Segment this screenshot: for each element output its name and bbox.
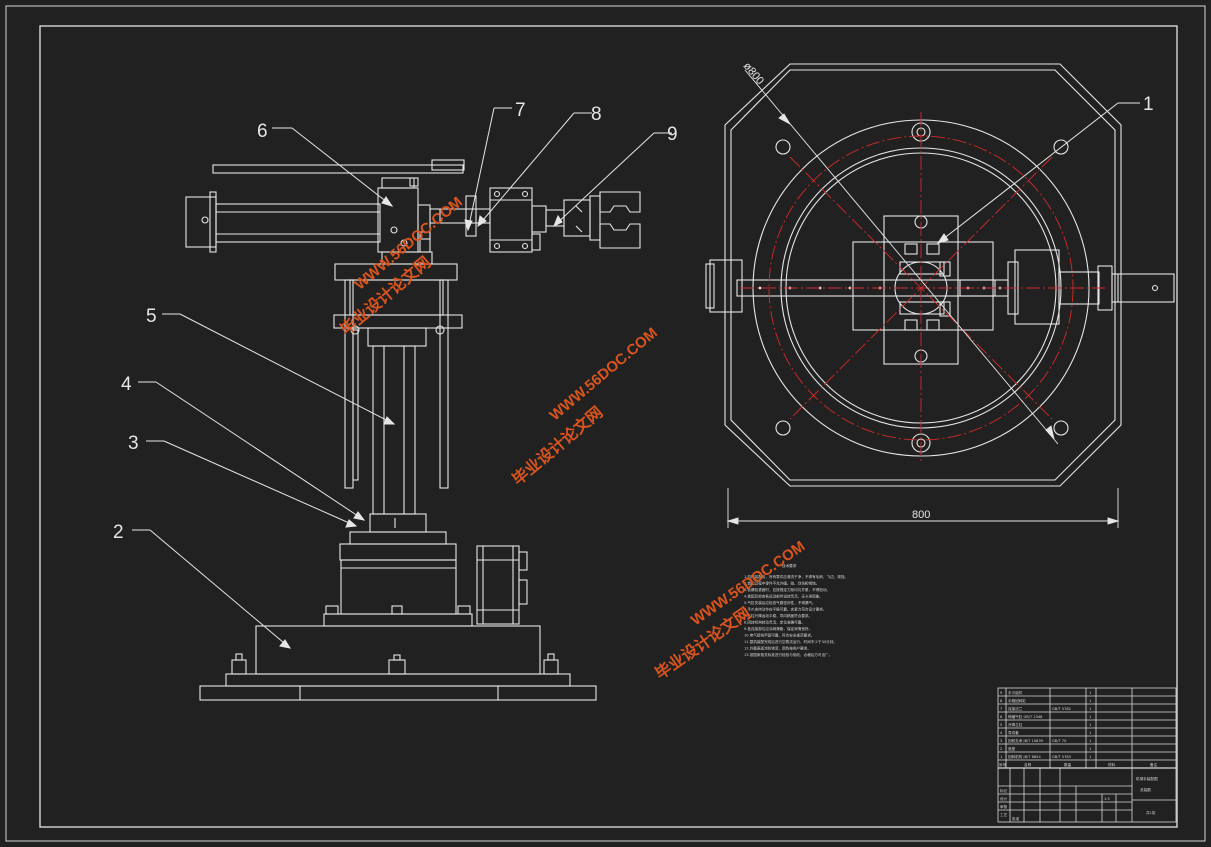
top-view-base-outline bbox=[724, 63, 1122, 487]
tech-line: 2.装配过程中零件不允许磕、碰、划伤和锈蚀。 bbox=[744, 581, 819, 586]
part-no: 8 bbox=[1000, 699, 1003, 703]
base-block bbox=[255, 625, 541, 675]
part-name: 回转支承 JB/T 10839 bbox=[1008, 738, 1044, 743]
part-qty: 1 bbox=[1089, 747, 1091, 751]
drawing-title: 机械手装配图 bbox=[1136, 776, 1158, 781]
tech-line: 5.气缸安装后应检查气路密封性，不得漏气。 bbox=[744, 600, 816, 605]
base-plate-middle bbox=[225, 673, 571, 687]
part-no: 5 bbox=[1000, 723, 1002, 727]
callout-2: 2 bbox=[113, 522, 124, 543]
part-name: 伸缩气缸 GB/T 2348 bbox=[1008, 714, 1043, 719]
watermark: 毕业设计论文网 WWW.56DOC.COM bbox=[336, 194, 466, 339]
part-qty: 1 bbox=[1089, 739, 1091, 743]
sign-row: 批准 bbox=[1012, 816, 1020, 821]
part-no: 6 bbox=[1000, 715, 1003, 719]
tech-line: 12.外露表面涂防锈漆，颜色按用户要求。 bbox=[744, 646, 811, 651]
gripper bbox=[563, 199, 591, 237]
part-no: 3 bbox=[1000, 739, 1002, 743]
header-qty: 数量 bbox=[1064, 762, 1072, 767]
tech-line: 9.各连接部位应涂润滑脂，保证润滑良好。 bbox=[744, 626, 812, 631]
part-code: GB/T 5782 bbox=[1052, 707, 1071, 711]
base-plate-bottom bbox=[199, 685, 597, 701]
tech-line: 7.立柱升降运动平稳，导向精度符合要求。 bbox=[744, 613, 812, 618]
column-seat bbox=[369, 513, 427, 533]
lift-column bbox=[372, 345, 416, 515]
part-qty: 1 bbox=[1089, 707, 1091, 711]
top-view bbox=[705, 63, 1175, 487]
part-no: 2 bbox=[1000, 747, 1002, 751]
sign-row: 工艺 bbox=[1000, 812, 1008, 817]
wrist-rotary-unit bbox=[489, 187, 533, 253]
arm-cylinder bbox=[185, 196, 217, 248]
sign-row: 设计 bbox=[1000, 796, 1008, 801]
part-qty: 1 bbox=[1089, 731, 1091, 735]
centerlines bbox=[740, 112, 1105, 464]
part-qty: 1 bbox=[1089, 715, 1091, 719]
drawing-subtitle: 总装图 bbox=[1140, 787, 1151, 792]
tech-line: 8.回转机构转动灵活，定位准确可靠。 bbox=[744, 620, 805, 625]
part-qty: 1 bbox=[1089, 755, 1091, 759]
part-no: 1 bbox=[1000, 755, 1002, 759]
tech-requirements: 技术要求 1.机构装配前，所有零件应清洗干净，不得有毛刺、飞边、锈蚀。 2.装配… bbox=[744, 563, 848, 657]
scale: 1:5 bbox=[1104, 797, 1110, 801]
part-name: 手腕回转缸 bbox=[1008, 698, 1026, 703]
header-note: 备注 bbox=[1150, 762, 1158, 767]
callout-3: 3 bbox=[128, 433, 139, 454]
part-qty: 1 bbox=[1089, 699, 1091, 703]
part-name: 手爪组件 bbox=[1008, 690, 1023, 695]
part-code: GB/T 70 bbox=[1052, 739, 1067, 743]
callout-6: 6 bbox=[257, 121, 268, 142]
sheet-border bbox=[5, 5, 1206, 842]
callout-1: 1 bbox=[1143, 94, 1154, 115]
part-name: 回转机构 JB/T 8854 bbox=[1008, 754, 1041, 759]
tech-line: 6.手爪夹持动作应平稳可靠，夹紧力符合设计要求。 bbox=[744, 607, 827, 612]
tech-line: 1.机构装配前，所有零件应清洗干净，不得有毛刺、飞边、锈蚀。 bbox=[744, 574, 848, 579]
part-no: 4 bbox=[1000, 731, 1003, 735]
callout-8: 8 bbox=[591, 104, 602, 125]
callout-9: 9 bbox=[667, 124, 678, 145]
part-name: 底座 bbox=[1008, 746, 1016, 751]
callout-7: 7 bbox=[515, 100, 526, 121]
part-qty: 1 bbox=[1089, 691, 1091, 695]
rotary-hub bbox=[852, 241, 994, 331]
tech-line: 10.电气接线牢固可靠，符合安全规范要求。 bbox=[744, 633, 814, 638]
dimension-width: 800 bbox=[912, 509, 930, 521]
part-code: GB/T 5783 bbox=[1052, 755, 1071, 759]
part-name: 升降立柱 bbox=[1008, 722, 1023, 727]
part-name: 导向套 bbox=[1008, 730, 1019, 735]
wrist-top-view bbox=[1014, 249, 1060, 325]
watermark: 毕业设计论文网 WWW.56DOC.COM bbox=[508, 324, 661, 489]
callout-labels: 1 2 3 4 5 6 7 8 9 bbox=[113, 94, 1154, 543]
part-name: 连接法兰 bbox=[1008, 706, 1023, 711]
part-no: 7 bbox=[1000, 707, 1002, 711]
dimension-diameter: ø800 bbox=[741, 60, 766, 87]
tech-line: 3.各螺栓紧固时，应按规定力矩均匀拧紧，不得松动。 bbox=[744, 587, 830, 592]
tech-line: 11.整机装配完成后进行空载试运行，时间不少于30分钟。 bbox=[744, 639, 837, 644]
header-material: 材料 bbox=[1108, 762, 1116, 767]
front-view bbox=[185, 159, 641, 701]
title-block bbox=[997, 687, 1177, 823]
part-qty: 1 bbox=[1089, 723, 1091, 727]
dimension-lines bbox=[726, 69, 1120, 528]
tech-line: 4.装配后检查各运动部件运转灵活，无卡滞现象。 bbox=[744, 594, 823, 599]
tech-requirements-heading: 技术要求 bbox=[782, 563, 797, 568]
callout-5: 5 bbox=[146, 306, 157, 327]
header-no: 序号 bbox=[999, 762, 1007, 767]
part-no: 9 bbox=[1000, 691, 1003, 695]
sign-row: 标记 bbox=[1000, 788, 1008, 793]
header-name: 名称 bbox=[1024, 762, 1032, 767]
callout-4: 4 bbox=[121, 374, 132, 395]
arm-guide-bar bbox=[212, 164, 464, 174]
title-block-text: 机械手装配图 总装图 标记 设计 审核 工艺 批准 1:5 共1张 bbox=[1000, 776, 1158, 821]
watermark-url: WWW.56DOC.COM bbox=[547, 324, 661, 424]
sheet-count: 共1张 bbox=[1146, 810, 1156, 815]
tech-line: 13.按国家相关标准进行检验与验收，合格后方可出厂。 bbox=[744, 652, 832, 657]
leader-lines bbox=[132, 102, 1140, 649]
parts-list: 9 手爪组件 1 8 手腕回转缸 1 7 连接法兰 GB/T 5782 1 6 … bbox=[999, 690, 1158, 767]
sign-row: 审核 bbox=[1000, 804, 1008, 809]
